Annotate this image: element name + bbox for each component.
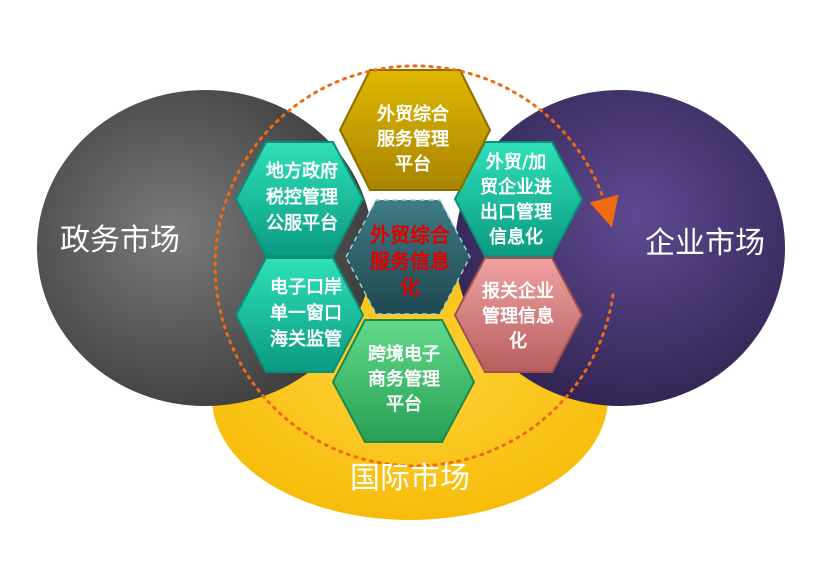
hex-upper-left-line: 地方政府	[266, 160, 338, 182]
hex-bottom-label: 跨境电子 商务管理 平台	[368, 343, 440, 415]
hex-center-label: 外贸综合 服务信息 化	[370, 223, 451, 299]
hex-lower-left-line: 海关监管	[270, 328, 342, 350]
hex-lower-left-line: 电子口岸	[270, 276, 342, 298]
hex-upper-left-label: 地方政府 税控管理 公服平台	[266, 160, 338, 234]
hexagon-upper-left	[234, 141, 365, 257]
hex-top-label: 外贸综合 服务管理 平台	[377, 103, 450, 175]
hexagon-lower-right	[453, 257, 584, 373]
hex-center-line: 化	[400, 275, 420, 299]
international-market-label: 国际市场	[350, 461, 470, 496]
hex-bottom-line: 跨境电子	[368, 343, 440, 365]
hex-lower-right-label: 报关企业 管理信息 化	[482, 280, 554, 352]
hexagon-center	[345, 199, 471, 315]
hexagon-lower-left	[234, 257, 365, 373]
hex-center-line: 服务信息	[370, 249, 450, 273]
hex-lower-right-line: 管理信息	[482, 305, 554, 327]
hex-upper-left-line: 公服平台	[266, 212, 338, 234]
hex-lower-left-label: 电子口岸 单一窗口 海关监管	[270, 276, 342, 350]
hex-bottom-line: 平台	[386, 393, 422, 415]
hex-lower-right-line: 化	[509, 330, 527, 352]
hexagon-bottom	[331, 319, 476, 443]
hex-lower-left-line: 单一窗口	[270, 302, 342, 324]
government-market-label: 政务市场	[60, 223, 180, 258]
hex-upper-right-line: 出口管理	[480, 201, 552, 223]
enterprise-market-label: 企业市场	[645, 226, 765, 261]
hex-lower-right-line: 报关企业	[482, 280, 554, 302]
hex-upper-right-label: 外贸/加 贸企业进 出口管理 信息化	[480, 151, 552, 248]
hex-upper-right-line: 外贸/加	[486, 151, 547, 173]
hex-top-line: 服务管理	[377, 128, 449, 150]
hex-upper-right-line: 贸企业进	[480, 176, 552, 198]
hexagon-top	[338, 69, 492, 191]
hex-center-line: 外贸综合	[370, 223, 451, 247]
hex-upper-right-line: 信息化	[489, 226, 543, 248]
hex-upper-left-line: 税控管理	[266, 186, 338, 208]
hex-top-line: 平台	[395, 153, 431, 175]
hex-bottom-line: 商务管理	[368, 368, 440, 390]
cycle-arrow	[213, 64, 619, 468]
hex-top-line: 外贸综合	[377, 103, 450, 125]
